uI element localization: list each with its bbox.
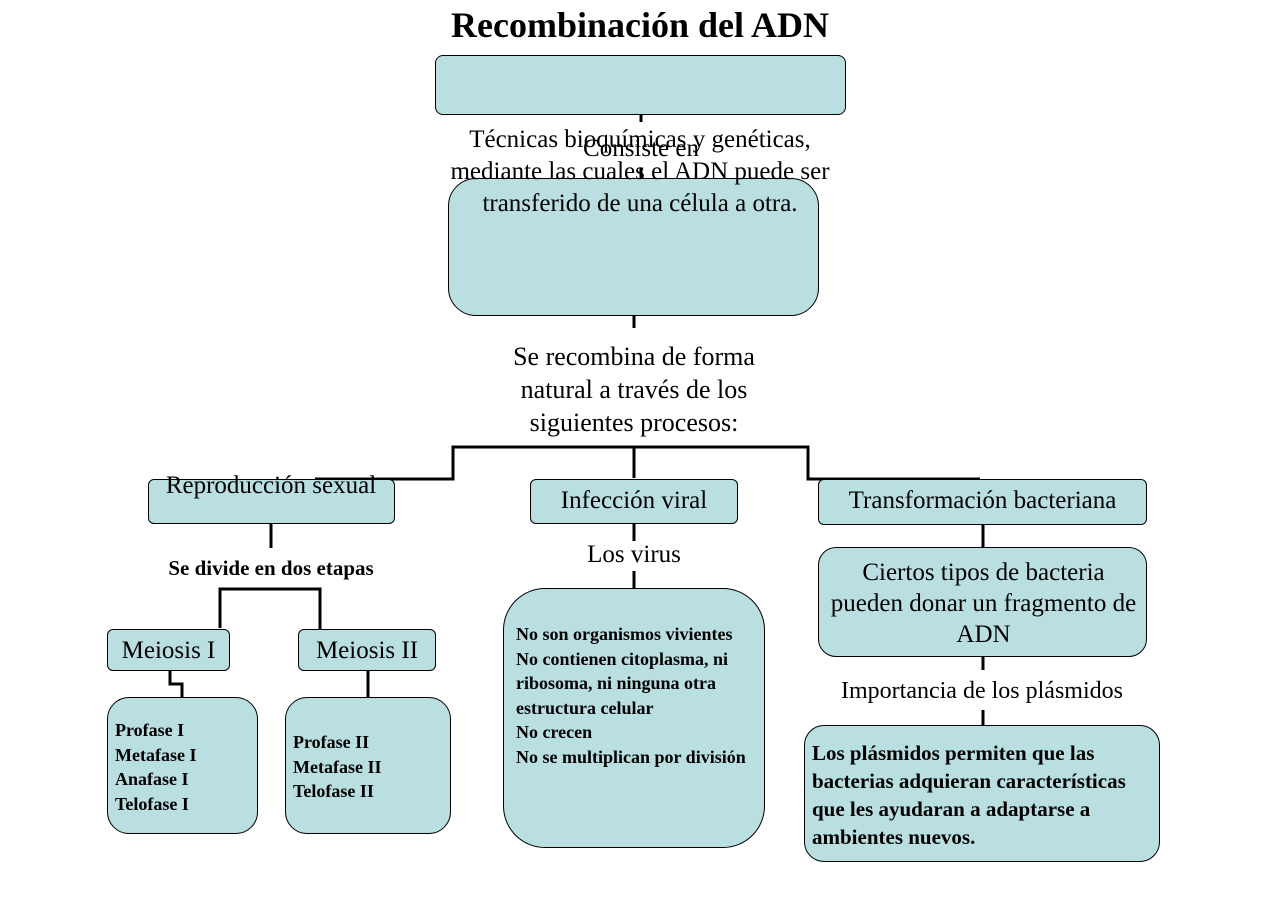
page-title: Recombinación del ADN — [451, 5, 829, 45]
recombina-label: Se recombina de forma natural a través d… — [513, 342, 755, 437]
meiosis1-box: Meiosis I — [107, 629, 230, 671]
connector-meiosis1-to-phases — [168, 670, 184, 697]
meiosis2-title: Meiosis II — [315, 637, 419, 664]
bacterial-transformation-title: Transformación bacteriana — [848, 487, 1117, 514]
virus-fact-item: No contienen citoplasma, ni ribosoma, ni… — [516, 648, 729, 718]
meiosis2-box: Meiosis II — [298, 629, 436, 671]
meiosis1-phase-list: Profase I Metafase I Anafase I Telofase … — [115, 718, 196, 816]
phase-item: Anafase I — [115, 769, 189, 789]
phase-item: Telofase II — [293, 781, 374, 801]
sexual-reproduction-title: Reproducción sexual — [165, 472, 377, 499]
virus-fact-item: No crecen — [516, 722, 593, 742]
definition-box — [448, 178, 819, 316]
virus-facts-list: No son organismos vivientes No contienen… — [516, 622, 756, 769]
phase-item: Telofase I — [115, 793, 189, 814]
virus-label: Los virus — [587, 541, 681, 568]
plasmid-text: Los plásmidos permiten que las bacterias… — [812, 741, 1126, 849]
sexual-reproduction-box — [148, 479, 395, 524]
phase-item: Metafase I — [115, 744, 197, 765]
divide-label: Se divide en dos etapas — [168, 556, 374, 580]
viral-infection-title: Infección viral — [560, 487, 708, 514]
meiosis1-title: Meiosis I — [121, 637, 216, 664]
top-box — [435, 55, 846, 115]
meiosis2-phases-box: Profase II Metafase II Telofase II — [285, 697, 451, 834]
bacteria-description-text: Ciertos tipos de bacteria pueden donar u… — [830, 559, 1137, 648]
phase-item: Profase I — [115, 720, 185, 740]
virus-fact-item: No se multiplican por división — [516, 746, 746, 767]
connector-branch-bar — [315, 445, 980, 481]
plasmid-box: Los plásmidos permiten que las bacterias… — [804, 725, 1160, 862]
meiosis1-phases-box: Profase I Metafase I Anafase I Telofase … — [107, 697, 258, 834]
connector-divide-to-meiosis — [218, 587, 322, 629]
bacteria-description-box: Ciertos tipos de bacteria pueden donar u… — [818, 547, 1147, 657]
definition-text: Técnicas bioquímicas y genéticas, median… — [450, 126, 830, 217]
consiste-label: Consiste en — [583, 135, 699, 162]
phase-item: Profase II — [293, 732, 370, 752]
plasmid-importance-label: Importancia de los plásmidos — [841, 678, 1123, 704]
virus-facts-box: No son organismos vivientes No contienen… — [503, 588, 765, 848]
meiosis2-phase-list: Profase II Metafase II Telofase II — [293, 730, 381, 804]
virus-fact-item: No son organismos vivientes — [516, 624, 733, 644]
viral-infection-box: Infección viral — [530, 479, 738, 524]
phase-item: Metafase II — [293, 756, 382, 777]
bacterial-transformation-box: Transformación bacteriana — [818, 479, 1147, 525]
